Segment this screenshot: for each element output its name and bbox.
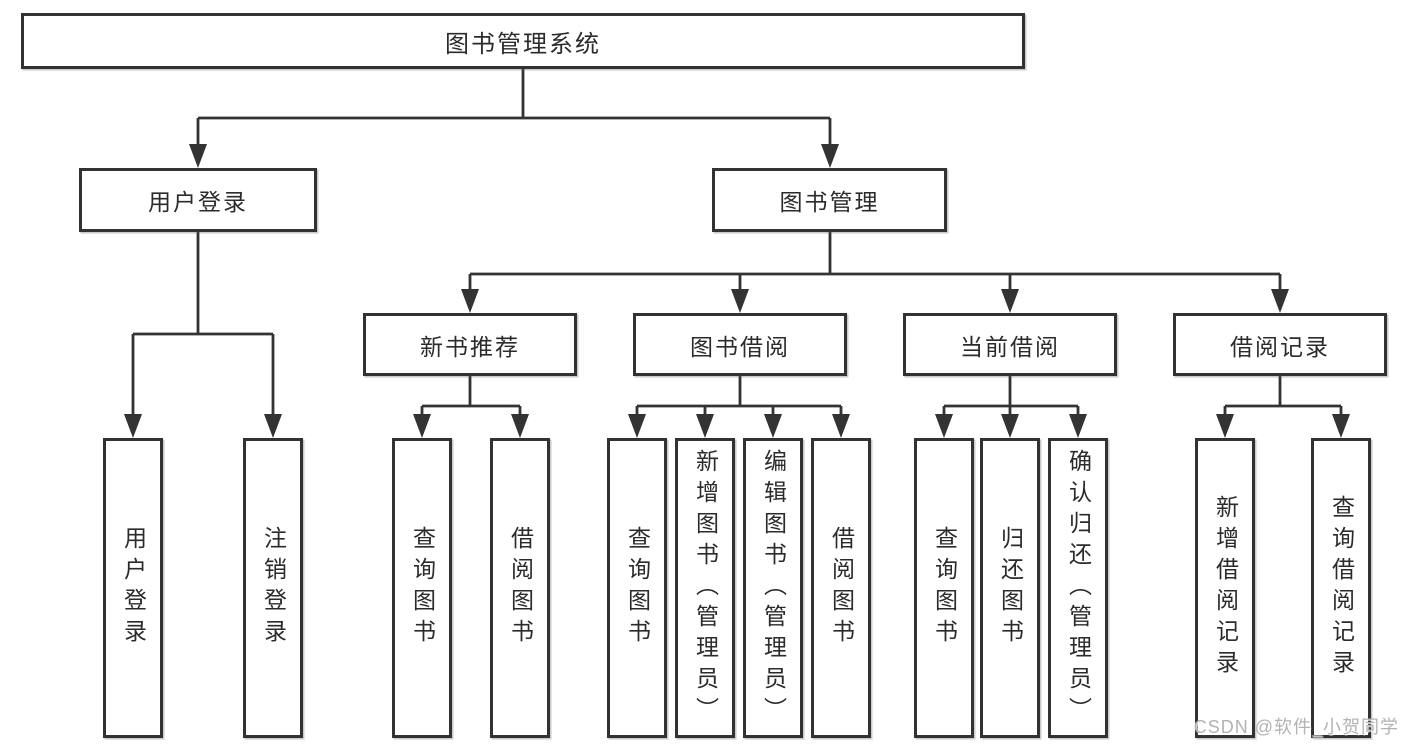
node-user-login: 用户登录 bbox=[79, 168, 317, 232]
node-label: 用户登录 bbox=[120, 526, 147, 650]
node-label: 查询图书 bbox=[931, 526, 958, 650]
node-label: 归还图书 bbox=[997, 526, 1024, 650]
node-label: 查询图书 bbox=[624, 526, 651, 650]
node-book-borrow: 图书借阅 bbox=[633, 313, 847, 376]
node-label: 图书借阅 bbox=[690, 333, 790, 360]
node-current-borrow: 当前借阅 bbox=[903, 313, 1117, 376]
node-label: 新书推荐 bbox=[420, 333, 520, 360]
leaf-borrow-books: 借阅图书 bbox=[811, 438, 871, 738]
node-label: 借阅图书 bbox=[507, 526, 534, 650]
csdn-watermark: CSDN @软件_小贺同学 bbox=[1193, 717, 1399, 737]
node-label: 查询借阅记录 bbox=[1328, 495, 1355, 681]
node-label: 用户登录 bbox=[148, 189, 248, 215]
leaf-query-books-recommend: 查询图书 bbox=[392, 438, 452, 738]
node-label: 编辑图书（管理员） bbox=[760, 448, 787, 728]
node-label: 新增借阅记录 bbox=[1212, 495, 1239, 681]
connector-paths bbox=[131, 69, 1343, 416]
node-label: 当前借阅 bbox=[960, 333, 1060, 360]
leaf-logout: 注销登录 bbox=[243, 438, 303, 738]
node-label: 图书管理 bbox=[779, 189, 880, 215]
node-label: 注销登录 bbox=[260, 526, 287, 650]
leaf-add-books-admin: 新增图书（管理员） bbox=[675, 438, 735, 738]
leaf-borrow-books-recommend: 借阅图书 bbox=[490, 438, 550, 738]
node-label: 图书管理系统 bbox=[445, 30, 601, 58]
leaf-edit-books-admin: 编辑图书（管理员） bbox=[743, 438, 803, 738]
node-label: 新增图书（管理员） bbox=[692, 448, 719, 728]
leaf-user-login: 用户登录 bbox=[103, 438, 163, 738]
node-new-book-recommend: 新书推荐 bbox=[363, 313, 577, 376]
leaf-query-books-borrow: 查询图书 bbox=[607, 438, 667, 738]
leaf-confirm-return-admin: 确认归还（管理员） bbox=[1048, 438, 1108, 738]
node-label: 查询图书 bbox=[409, 526, 436, 650]
leaf-query-books-current: 查询图书 bbox=[914, 438, 974, 738]
leaf-query-borrow-record: 查询借阅记录 bbox=[1311, 438, 1371, 738]
node-label: 借阅记录 bbox=[1230, 333, 1330, 360]
node-label: 借阅图书 bbox=[828, 526, 855, 650]
node-label: 确认归还（管理员） bbox=[1065, 448, 1092, 728]
node-root-system: 图书管理系统 bbox=[21, 13, 1025, 69]
leaf-return-books: 归还图书 bbox=[980, 438, 1040, 738]
node-book-management: 图书管理 bbox=[712, 168, 947, 232]
node-borrow-records: 借阅记录 bbox=[1173, 313, 1387, 376]
leaf-add-borrow-record: 新增借阅记录 bbox=[1195, 438, 1255, 738]
arrowheads bbox=[124, 144, 1350, 438]
